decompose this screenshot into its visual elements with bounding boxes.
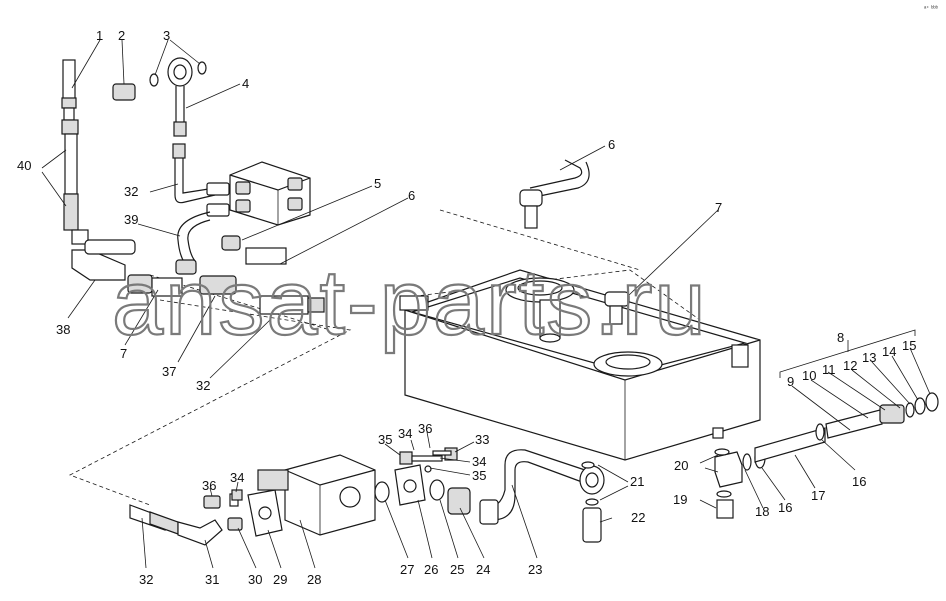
callout-7-left: 7: [120, 346, 127, 361]
callout-3: 3: [163, 28, 170, 43]
callout-29: 29: [273, 572, 287, 587]
pump-assembly: [129, 447, 605, 546]
callout-27: 27: [400, 562, 414, 577]
callout-1: 1: [96, 28, 103, 43]
callout-34-a: 34: [398, 426, 412, 441]
callout-26: 26: [424, 562, 438, 577]
callout-34-b: 34: [472, 454, 486, 469]
callout-32-bottom: 32: [139, 572, 153, 587]
callout-21: 21: [630, 474, 644, 489]
callout-9: 9: [787, 374, 794, 389]
callout-40: 40: [17, 158, 31, 173]
callout-4: 4: [242, 76, 249, 91]
callout-18: 18: [755, 504, 769, 519]
callout-6-left: 6: [408, 188, 415, 203]
callout-23: 23: [528, 562, 542, 577]
callout-24: 24: [476, 562, 490, 577]
callout-31: 31: [205, 572, 219, 587]
callout-36-b: 36: [202, 478, 216, 493]
callout-14: 14: [882, 344, 896, 359]
callout-22: 22: [631, 510, 645, 525]
callout-33: 33: [475, 432, 489, 447]
callout-32-middle: 32: [196, 378, 210, 393]
hydraulic-tank: [399, 269, 761, 461]
callout-38: 38: [56, 322, 70, 337]
callout-39: 39: [124, 212, 138, 227]
return-line-assembly: [714, 392, 939, 519]
callout-28: 28: [307, 572, 321, 587]
callout-32-upper: 32: [124, 184, 138, 199]
callout-10: 10: [802, 368, 816, 383]
callout-16-right: 16: [852, 474, 866, 489]
callout-25: 25: [450, 562, 464, 577]
callout-leaders: [41, 39, 931, 569]
callout-16-left: 16: [778, 500, 792, 515]
callout-15: 15: [902, 338, 916, 353]
callout-36-a: 36: [418, 421, 432, 436]
group-8-bracket: [779, 329, 916, 378]
callout-13: 13: [862, 350, 876, 365]
callout-34-c: 34: [230, 470, 244, 485]
callout-35-a: 35: [378, 432, 392, 447]
callout-30: 30: [248, 572, 262, 587]
callout-20: 20: [674, 458, 688, 473]
callout-6-right: 6: [608, 137, 615, 152]
callout-labels: 1 2 3 4 5 6 6 7 7 8 9 10 11 12 13 14 15 …: [17, 28, 916, 587]
callout-7-right: 7: [715, 200, 722, 215]
callout-35-b: 35: [472, 468, 486, 483]
callout-5: 5: [374, 176, 381, 191]
callout-17: 17: [811, 488, 825, 503]
callout-12: 12: [843, 358, 857, 373]
watermark-text: ansat-parts.ru: [112, 252, 708, 354]
callout-2: 2: [118, 28, 125, 43]
callout-19: 19: [673, 492, 687, 507]
corner-mark: ᵃ⁺ ᵇᵇᵇ: [924, 5, 939, 12]
callout-8: 8: [837, 330, 844, 345]
callout-37: 37: [162, 364, 176, 379]
upper-hose-assembly: [61, 57, 630, 325]
callout-11: 11: [822, 362, 836, 377]
